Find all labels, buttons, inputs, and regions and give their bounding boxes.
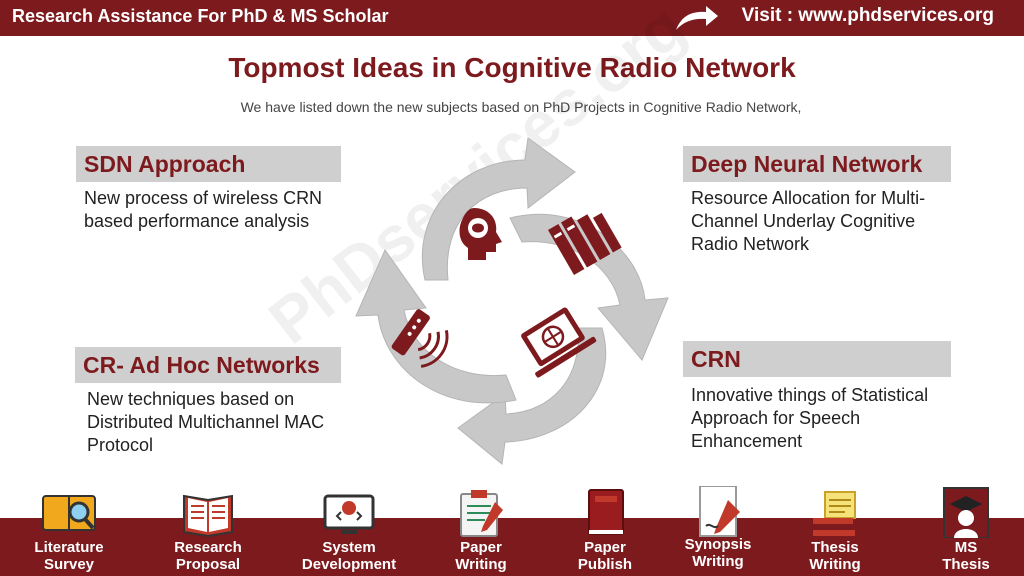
topic-text-dnn: Resource Allocation for Multi-Channel Un… xyxy=(691,188,926,254)
service-label-line1: System xyxy=(322,539,376,556)
service-label-line2: Publish xyxy=(577,556,633,573)
books-icon xyxy=(548,212,622,276)
cycle-arrow-bottom xyxy=(457,327,607,465)
brain-head-icon xyxy=(459,208,502,260)
arrow-icon xyxy=(676,6,718,30)
service-label-line2: Survey xyxy=(43,556,95,573)
cycle-arrow-left xyxy=(355,248,517,404)
topic-heading-adhoc: CR- Ad Hoc Networks xyxy=(75,347,341,383)
visit-link[interactable]: Visit : www.phdservices.org xyxy=(741,5,994,26)
service-label-line1: Research xyxy=(174,539,242,556)
topic-text-adhoc: New techniques based on Distributed Mult… xyxy=(87,389,325,455)
laptop-globe-icon xyxy=(521,307,597,378)
service-label-line2: Writing xyxy=(692,553,744,570)
service-label-line1: Thesis xyxy=(811,539,859,556)
graduate-icon xyxy=(943,487,989,538)
service-label-line2: Writing xyxy=(809,556,861,573)
clipboard-pen-icon xyxy=(460,490,503,537)
cycle-arrow-top xyxy=(421,137,576,281)
cycle-diagram xyxy=(355,137,669,465)
service-label-line2: Development xyxy=(301,556,397,573)
red-book-icon xyxy=(588,489,624,535)
service-label-line1: Synopsis xyxy=(684,536,752,553)
brand-text: Research Assistance For PhD & MS Scholar xyxy=(12,6,389,26)
paper-pen-icon xyxy=(699,486,740,537)
service-label-line1: Literature xyxy=(34,539,104,556)
service-label-line2: Writing xyxy=(455,556,507,573)
book-magnifier-icon xyxy=(42,495,96,531)
service-label-line1: MS xyxy=(954,539,978,556)
service-label-line1: Paper xyxy=(460,539,502,556)
topic-heading-sdn: SDN Approach xyxy=(76,146,341,182)
scroll-books-icon xyxy=(813,491,856,536)
open-book-icon xyxy=(183,494,233,538)
monitor-code-icon xyxy=(323,494,375,534)
wifi-router-icon xyxy=(391,309,449,368)
topic-heading-crn: CRN xyxy=(683,341,951,377)
page-subtitle: We have listed down the new subjects bas… xyxy=(240,99,802,115)
topic-heading-dnn: Deep Neural Network xyxy=(683,146,951,182)
service-label-line2: Proposal xyxy=(175,556,241,573)
top-bar: Research Assistance For PhD & MS Scholar… xyxy=(0,0,1024,36)
topic-text-sdn: New process of wireless CRN based perfor… xyxy=(84,188,323,231)
service-label-line1: Paper xyxy=(584,539,626,556)
page-title: Topmost Ideas in Cognitive Radio Network xyxy=(228,52,796,83)
topic-text-crn: Innovative things of Statistical Approac… xyxy=(691,385,929,451)
service-label-line2: Thesis xyxy=(942,556,990,573)
